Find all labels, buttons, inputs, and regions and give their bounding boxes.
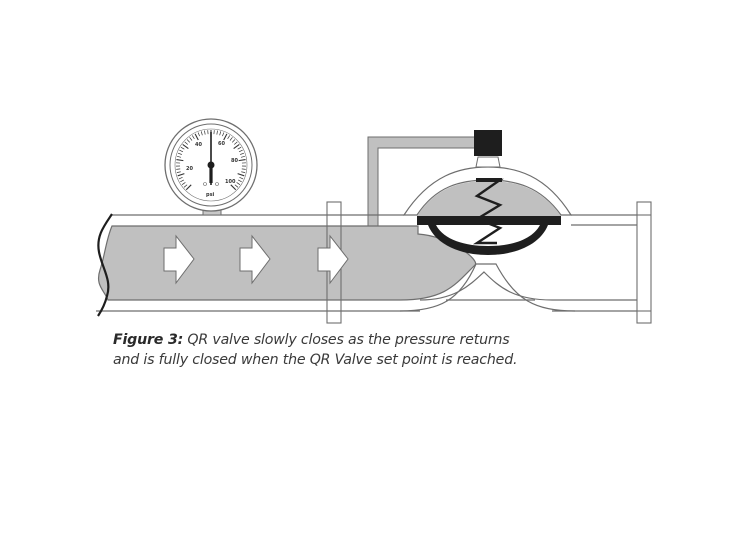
gauge-tick bbox=[241, 171, 246, 173]
gauge-tick bbox=[240, 155, 245, 158]
gauge-tick bbox=[194, 133, 199, 141]
gauge-tick bbox=[239, 176, 244, 180]
flow-arrow-icon bbox=[317, 234, 349, 285]
gauge-tick bbox=[229, 137, 233, 141]
gauge-tick bbox=[234, 184, 239, 188]
caption-line-2: and is fully closed when the QR Valve se… bbox=[113, 352, 518, 368]
gauge-label-20: 20 bbox=[186, 166, 193, 172]
gauge-tick bbox=[180, 179, 185, 183]
gauge-tick bbox=[189, 137, 193, 141]
spring-icon bbox=[472, 178, 504, 245]
gauge-tick bbox=[177, 173, 185, 177]
gauge-tick bbox=[181, 182, 186, 185]
gauge-tick bbox=[197, 132, 200, 137]
gauge-tick bbox=[186, 139, 191, 143]
flow-arrow-icon bbox=[239, 234, 271, 285]
gauge-label-100: 100 bbox=[225, 179, 236, 185]
gauge-tick bbox=[191, 135, 195, 140]
gauge-tick bbox=[238, 158, 246, 162]
gauge-tick bbox=[182, 143, 189, 149]
pilot-block bbox=[474, 130, 502, 156]
gauge-tick bbox=[183, 184, 188, 188]
gauge-unit: psi bbox=[206, 192, 215, 198]
gauge-tick bbox=[179, 149, 184, 153]
needle-hub bbox=[207, 161, 215, 169]
diaphragm bbox=[417, 216, 561, 255]
gauge-tick bbox=[237, 146, 242, 150]
gauge-tick bbox=[180, 146, 185, 150]
gauge-tick bbox=[176, 171, 181, 173]
gauge-tick bbox=[204, 130, 206, 135]
gauge-tick bbox=[238, 149, 243, 153]
gauge-tick bbox=[227, 135, 231, 140]
gauge-tick bbox=[184, 141, 188, 145]
gauge-needle bbox=[207, 132, 215, 185]
flange-right bbox=[636, 201, 652, 324]
figure-label: Figure 3: bbox=[113, 332, 184, 348]
gauge-label-40: 40 bbox=[195, 142, 202, 148]
gauge-tick bbox=[223, 133, 228, 141]
gauge-tick bbox=[222, 132, 225, 137]
gauge-tick bbox=[219, 131, 222, 136]
gauge-tick bbox=[236, 182, 241, 185]
gauge-tick bbox=[185, 184, 192, 191]
gauge-tick bbox=[176, 168, 181, 170]
gauge-tick bbox=[240, 152, 245, 155]
gauge-label-60: 60 bbox=[218, 141, 225, 147]
valve-body bbox=[399, 263, 576, 312]
gauge-tick bbox=[178, 176, 183, 180]
pressure-gauge: 20 40 60 80 100 psi bbox=[164, 118, 258, 216]
gauge-tick bbox=[237, 179, 242, 183]
gauge-tick bbox=[233, 143, 240, 149]
gauge-ticks bbox=[176, 130, 246, 191]
gauge-tick bbox=[200, 131, 203, 136]
figure-caption: Figure 3: QR valve slowly closes as the … bbox=[113, 330, 593, 370]
gauge-tick bbox=[234, 141, 238, 145]
gauge-tick bbox=[230, 184, 237, 191]
valve-bonnet bbox=[402, 156, 573, 216]
flow-arrows bbox=[163, 234, 349, 285]
gauge-tick bbox=[176, 158, 184, 162]
gauge-tick bbox=[231, 139, 236, 143]
gauge-tick bbox=[177, 155, 182, 158]
flow-arrow-icon bbox=[163, 234, 195, 285]
gauge-tick bbox=[216, 130, 218, 135]
caption-line-1: QR valve slowly closes as the pressure r… bbox=[183, 332, 510, 348]
gauge-tick bbox=[237, 173, 245, 177]
gauge-tick bbox=[241, 168, 246, 170]
pipe-break-line bbox=[97, 213, 113, 317]
gauge-tick bbox=[177, 152, 182, 155]
fluid-upstream bbox=[97, 225, 477, 301]
gauge-label-80: 80 bbox=[231, 158, 238, 164]
